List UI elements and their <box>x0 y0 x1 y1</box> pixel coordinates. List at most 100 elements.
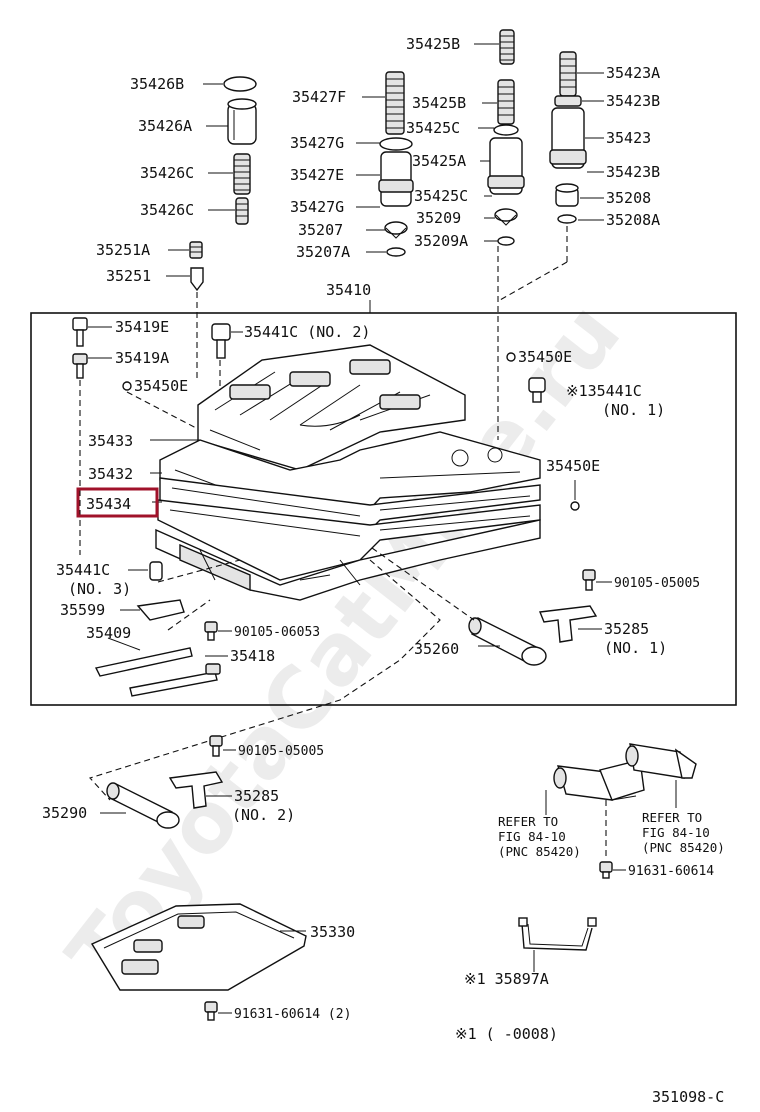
callout-35207A[interactable]: 35207A <box>296 243 350 261</box>
callout-35427E[interactable]: 35427E <box>290 166 344 184</box>
part-35209A-ring[interactable] <box>497 236 515 246</box>
callout-35434[interactable]: 35434 <box>86 495 131 513</box>
callout-35897A[interactable]: ※1 35897A <box>464 970 549 988</box>
callout-35285-no1-sub[interactable]: (NO. 1) <box>604 639 667 657</box>
callout-35441C-no1-sub[interactable]: (NO. 1) <box>602 401 665 419</box>
callout-35433[interactable]: 35433 <box>88 432 133 450</box>
callout-35426B[interactable]: 35426B <box>130 75 184 93</box>
callout-35251A[interactable]: 35251A <box>96 241 150 259</box>
part-35207-check[interactable] <box>384 221 408 239</box>
part-35260-solenoid[interactable] <box>468 617 547 666</box>
callout-35450E-a[interactable]: 35450E <box>134 377 188 395</box>
callout-35441C-no3[interactable]: 35441C <box>56 561 110 579</box>
part-35410-lower-valve-body[interactable] <box>155 519 541 601</box>
callout-35441C-no2[interactable]: 35441C (NO. 2) <box>244 323 370 341</box>
part-35419E-pin[interactable] <box>72 317 88 347</box>
part-35450E-ball-b[interactable] <box>506 352 516 362</box>
callout-35441C-no3-sub[interactable]: (NO. 3) <box>68 580 131 598</box>
callout-35427G-b[interactable]: 35427G <box>290 198 344 216</box>
part-35419A-pin[interactable] <box>72 353 88 379</box>
callout-35427F[interactable]: 35427F <box>292 88 346 106</box>
part-35441C-no1-plug[interactable] <box>528 377 546 403</box>
callout-35418[interactable]: 35418 <box>230 647 275 665</box>
callout-35209[interactable]: 35209 <box>416 209 461 227</box>
part-35441C-no3-plug[interactable] <box>149 561 163 581</box>
part-35290-solenoid[interactable] <box>106 782 180 829</box>
callout-35599[interactable]: 35599 <box>60 601 105 619</box>
callout-35260[interactable]: 35260 <box>414 640 459 658</box>
part-91631-60614-bolt-b[interactable] <box>204 1001 218 1021</box>
part-35285-no1-bracket[interactable] <box>539 605 598 643</box>
callout-91631-60614-b[interactable]: 91631-60614 (2) <box>234 1007 351 1022</box>
callout-35426C-a[interactable]: 35426C <box>140 164 194 182</box>
callout-35423B[interactable]: 35423B <box>606 92 660 110</box>
part-refer-solenoid-right[interactable] <box>625 743 697 779</box>
part-35209-check[interactable] <box>494 208 518 226</box>
part-35208A-ring[interactable] <box>557 214 577 224</box>
callout-35426A[interactable]: 35426A <box>138 117 192 135</box>
callout-35425C-b[interactable]: 35425C <box>414 187 468 205</box>
callout-35432[interactable]: 35432 <box>88 465 133 483</box>
part-35897A-pipe[interactable] <box>518 917 597 951</box>
callout-35207[interactable]: 35207 <box>298 221 343 239</box>
callout-35450E-b[interactable]: 35450E <box>518 348 572 366</box>
part-35208-check[interactable] <box>555 183 579 207</box>
part-35450E-ball-c[interactable] <box>570 501 580 511</box>
callout-35209A[interactable]: 35209A <box>414 232 468 250</box>
part-35427F-spring[interactable] <box>385 71 405 135</box>
part-35425A-sleeve[interactable] <box>487 137 525 195</box>
callout-35410[interactable]: 35410 <box>326 281 371 299</box>
callout-90105-05005-b[interactable]: 90105-05005 <box>238 744 324 759</box>
part-35409-lever[interactable] <box>94 647 193 677</box>
callout-35450E-c[interactable]: 35450E <box>546 457 600 475</box>
callout-35423[interactable]: 35423 <box>606 129 651 147</box>
part-refer-solenoid-left[interactable] <box>553 759 645 801</box>
callout-35423A[interactable]: 35423A <box>606 64 660 82</box>
callout-35441C-no1[interactable]: ※135441C <box>566 382 642 400</box>
callout-35426C-b[interactable]: 35426C <box>140 201 194 219</box>
callout-91631-60614-a[interactable]: 91631-60614 <box>628 864 714 879</box>
part-35426C-spring-a[interactable] <box>233 153 251 195</box>
part-35425B-spring-top[interactable] <box>499 29 515 65</box>
callout-35290[interactable]: 35290 <box>42 804 87 822</box>
part-35441C-no2-plug[interactable] <box>211 323 231 359</box>
callout-35419E[interactable]: 35419E <box>115 318 169 336</box>
part-35423A-spring[interactable] <box>559 51 577 97</box>
callout-90105-05005-a[interactable]: 90105-05005 <box>614 576 700 591</box>
callout-35425B-top[interactable]: 35425B <box>406 35 460 53</box>
callout-35409[interactable]: 35409 <box>86 624 131 642</box>
part-35285-no2-bracket[interactable] <box>168 771 224 809</box>
part-35434-gasket[interactable] <box>157 499 541 581</box>
part-35425C-ring-top[interactable] <box>493 124 519 136</box>
callout-35419A[interactable]: 35419A <box>115 349 169 367</box>
part-35599-plate[interactable] <box>136 599 185 621</box>
part-35426A-plunger[interactable] <box>227 98 257 145</box>
callout-35425C-top[interactable]: 35425C <box>406 119 460 137</box>
part-35426B-ring[interactable] <box>223 76 257 92</box>
part-35330-oil-strainer[interactable] <box>90 903 307 991</box>
part-35425B-spring[interactable] <box>497 79 515 125</box>
callout-35427G-top[interactable]: 35427G <box>290 134 344 152</box>
callout-35208A[interactable]: 35208A <box>606 211 660 229</box>
part-35207A-ring[interactable] <box>386 247 406 257</box>
callout-35208[interactable]: 35208 <box>606 189 651 207</box>
callout-35285-no1[interactable]: 35285 <box>604 620 649 638</box>
part-35427G-ring-top[interactable] <box>379 137 413 151</box>
part-35450E-ball-a[interactable] <box>122 381 132 391</box>
part-90105-05005-bolt-b[interactable] <box>209 735 223 757</box>
part-35426C-spring-b[interactable] <box>235 197 249 225</box>
callout-35425B[interactable]: 35425B <box>412 94 466 112</box>
part-90105-05005-bolt-a[interactable] <box>582 569 596 591</box>
part-35427E-plug[interactable] <box>378 151 414 207</box>
callout-35251[interactable]: 35251 <box>106 267 151 285</box>
part-35418-rod[interactable] <box>129 663 221 697</box>
callout-35285-no2[interactable]: 35285 <box>234 787 279 805</box>
callout-35285-no2-sub[interactable]: (NO. 2) <box>232 806 295 824</box>
callout-90105-06053[interactable]: 90105-06053 <box>234 625 320 640</box>
part-35423B-collar[interactable] <box>554 95 582 107</box>
callout-35330[interactable]: 35330 <box>310 923 355 941</box>
part-90105-06053-bolt[interactable] <box>204 621 218 641</box>
part-91631-60614-bolt-a[interactable] <box>599 861 613 879</box>
callout-35425A[interactable]: 35425A <box>412 152 466 170</box>
part-35251-ball[interactable] <box>190 267 204 292</box>
